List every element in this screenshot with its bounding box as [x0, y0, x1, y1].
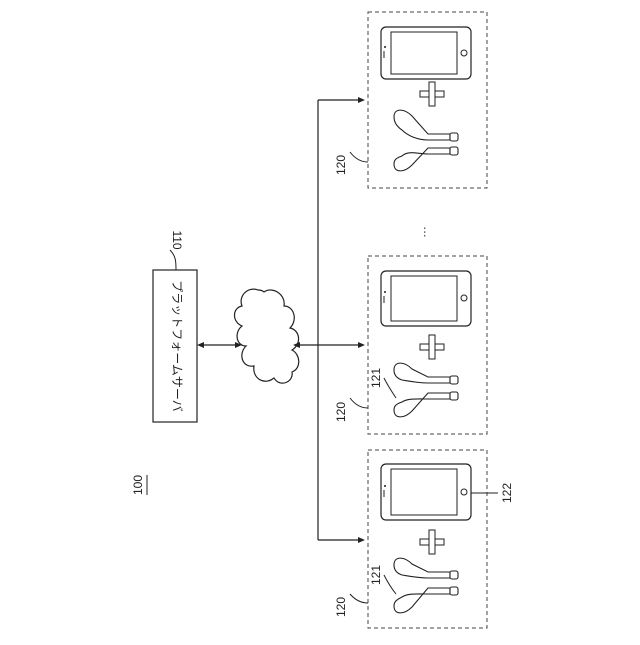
group-ref-leader [350, 152, 368, 162]
system-label: 100 [131, 475, 147, 495]
plus-icon [420, 82, 444, 106]
ellipsis: … [421, 226, 435, 238]
earphone-ref-label: 121 [369, 368, 383, 388]
branch-arrow-bottom [318, 537, 365, 543]
smartphone-icon [381, 271, 471, 326]
server-ref-leader [170, 250, 176, 270]
smartphone-icon [381, 464, 471, 520]
earphone-ref-leader [384, 378, 396, 398]
device-group-ref-label: 120 [334, 597, 348, 617]
smartphone-icon [381, 27, 471, 79]
earphones-icon [394, 110, 458, 171]
group-ref-leader [350, 594, 368, 603]
server-cloud-arrow [197, 342, 242, 348]
earphones-icon [394, 363, 458, 417]
branch-arrow-top [318, 97, 365, 103]
group-ref-leader [350, 398, 368, 408]
plus-icon [420, 530, 444, 554]
server-label: プラットフォームサーバ [170, 280, 184, 412]
device-group-ref-label: 120 [334, 155, 348, 175]
plus-icon [420, 335, 444, 359]
phone-ref-label: 122 [500, 483, 514, 503]
network-cloud-icon [235, 289, 299, 383]
platform-server: プラットフォームサーバ 110 [153, 230, 197, 422]
cloud-trunk-arrow [293, 342, 365, 348]
earphones-icon [394, 558, 458, 613]
earphone-ref-label: 121 [369, 565, 383, 585]
svg-text:100: 100 [131, 475, 145, 495]
server-ref-label: 110 [170, 230, 184, 249]
earphone-ref-leader [384, 575, 396, 594]
device-group-ref-label: 120 [334, 402, 348, 422]
